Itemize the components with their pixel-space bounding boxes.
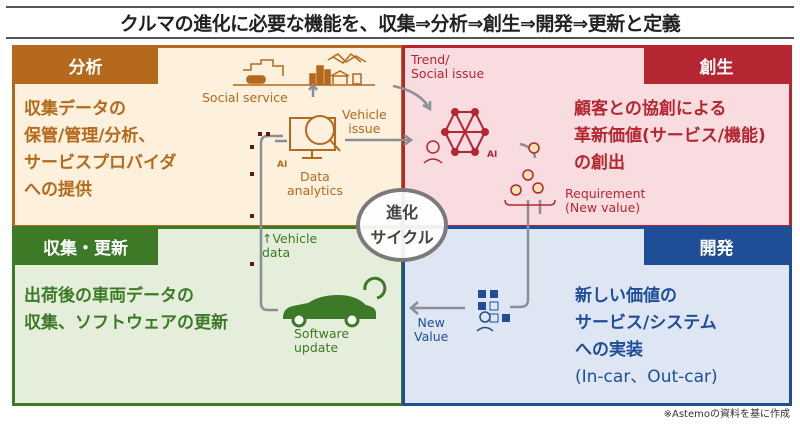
label-line: Data [300,169,330,184]
text-line: 収集、ソフトウェアの更新 [24,313,228,333]
label-line: Value [414,329,449,344]
evolution-cycle: 進化 サイクル [356,188,448,262]
network-icon [441,108,489,156]
text-line: (In-car、Out-car) [575,367,718,387]
tab-develop: 開発 [644,227,789,265]
tab-analysis: 分析 [13,46,158,84]
source-note: ※Astemoの資料を基に作成 [663,409,790,420]
text-line: 収集データの [24,99,126,119]
arrows [259,82,542,315]
cycle-line: 進化 [385,203,418,222]
label-line: data [262,245,291,260]
person-icons [423,140,494,332]
text-line: 新しい価値の [575,286,677,306]
page-title: クルマの進化に必要な機能を、収集⇒分析⇒創生⇒開発⇒更新と定義 [119,13,681,35]
text-line: の創出 [574,153,625,173]
idea-bulbs-icon [504,142,556,206]
label-line: Vehicle [342,107,387,122]
car-icon [283,276,387,328]
system-blocks-icon [478,290,510,323]
analysis-text: 収集データの 保管/管理/分析、 サービスプロバイダ への提供 [24,96,176,204]
text-line: への提供 [24,180,92,200]
ai-icon: AI [277,160,288,170]
text-line: への実装 [575,340,643,360]
label-line: (New value) [565,200,641,215]
label-line: New [417,315,445,330]
label-line: Requirement [565,186,646,201]
label-line: analytics [287,183,343,198]
label-line: issue [348,121,381,136]
creation-text: 顧客との協創による 革新価値(サービス/機能) の創出 [574,96,766,177]
social-service-label: Social service [202,90,288,105]
trend-label: Trend/Social issue [411,53,484,81]
tab-collect: 収集・更新 [13,227,158,265]
label-line: Social issue [411,66,485,81]
develop-text: 新しい価値の サービス/システム への実装 (In-car、Out-car) [575,283,718,391]
data-analytics-icon [289,115,341,159]
cycle-line: サイクル [370,228,434,247]
text-line: 出荷後の車両データの [24,286,194,306]
city-icon [233,52,375,86]
requirement-label: Requirement(New value) [565,187,645,215]
label-line: update [294,340,339,355]
text-line: 保管/管理/分析、 [24,126,156,146]
text-line: 革新価値(サービス/機能) [574,126,766,146]
ai-icon: AI [487,150,498,160]
label-line: ↑Vehicle [262,231,318,246]
tab-creation: 創生 [644,46,789,84]
title-rule [6,37,794,39]
data-dots [250,132,270,266]
top-rule [6,6,794,8]
collect-text: 出荷後の車両データの 収集、ソフトウェアの更新 [24,283,228,337]
text-line: サービス/システム [575,313,717,333]
label-line: Trend/ [411,52,450,67]
text-line: サービスプロバイダ [24,153,177,173]
text-line: 顧客との協創による [574,99,727,119]
label-line: Software [294,326,350,341]
